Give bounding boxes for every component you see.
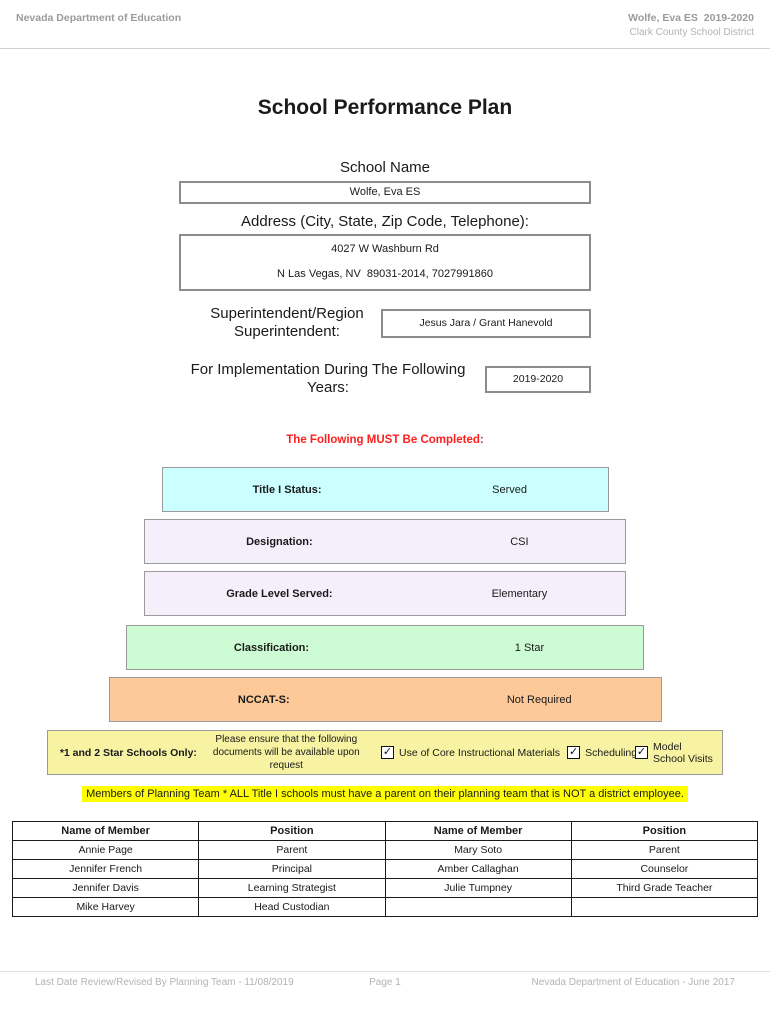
core-materials-item: Use of Core Instructional Materials [372,746,569,759]
member-cell: Annie Page [11,840,200,860]
nccat-s-label: NCCAT-S: [237,693,290,706]
header-agency: Nevada Department of Education [16,12,182,24]
school-name-label: School Name [339,159,431,176]
footer-agency-date: Nevada Department of Education - June 20… [531,977,735,988]
grade-level-label: Grade Level Served: [226,587,333,600]
position-cell [570,897,759,917]
col-position-1: Position [198,821,386,841]
address-label: Address (City, State, Zip Code, Telephon… [241,213,529,230]
grade-level-row: Grade Level Served: Elementary [144,571,626,616]
grade-level-value: Elementary [491,587,548,600]
core-materials-checkbox-checked-icon[interactable] [380,746,394,759]
nccat-s-row: NCCAT-S: Not Required [108,677,662,722]
superintendent-field[interactable]: Jesus Jara / Grant Hanevold [381,308,591,338]
position-cell: Head Custodian [198,897,386,917]
classification-value: 1 Star [514,641,545,654]
member-cell: Mary Soto [384,840,572,860]
footer-revision-date: Last Date Review/Revised By Planning Tea… [35,977,294,988]
implementation-years-field[interactable]: 2019-2020 [485,365,591,393]
col-name-1: Name of Member [11,821,200,841]
nccat-s-value: Not Required [506,693,572,706]
position-cell: Parent [198,840,386,860]
member-cell: Amber Callaghan [384,859,572,879]
col-position-2: Position [570,821,759,841]
scheduling-label: Scheduling [585,746,638,759]
members-table-header-row: Name of Member Position Name of Member P… [11,821,759,841]
page-title: School Performance Plan [257,96,513,119]
designation-value: CSI [510,535,529,548]
table-row: Mike Harvey Head Custodian [11,897,759,917]
page-footer: Last Date Review/Revised By Planning Tea… [0,971,770,988]
page-header: Nevada Department of Education Wolfe, Ev… [0,0,770,38]
superintendent-label: Superintendent/Region Superintendent: [210,305,364,340]
superintendent-row: Superintendent/Region Superintendent: Je… [179,305,591,341]
must-be-completed-heading: The Following MUST Be Completed: [286,434,484,446]
address-line2: N Las Vegas, NV 89031-2014, 7027991860 [277,268,493,280]
planning-team-note-highlight: Members of Planning Team * ALL Title I s… [82,786,688,802]
header-right: Wolfe, Eva ES 2019-2020 Clark County Sch… [628,12,754,38]
member-cell [384,897,572,917]
table-row: Annie Page Parent Mary Soto Parent [11,840,759,860]
title1-status-value: Served [492,483,528,496]
position-cell: Parent [570,840,759,860]
col-name-2: Name of Member [384,821,572,841]
scheduling-checkbox-checked-icon[interactable] [567,746,581,759]
model-school-visits-item: Model School Visits [635,741,714,765]
model-school-visits-label: Model School Visits [653,740,713,765]
position-cell: Principal [198,859,386,879]
position-cell: Learning Strategist [198,878,386,898]
core-materials-label: Use of Core Instructional Materials [398,746,561,759]
header-school-year: Wolfe, Eva ES 2019-2020 [628,12,754,24]
classification-row: Classification: 1 Star [126,625,644,670]
model-school-visits-checkbox-checked-icon[interactable] [635,746,649,759]
header-divider [0,48,770,49]
table-row: Jennifer French Principal Amber Callagha… [11,859,759,879]
member-cell: Jennifer Davis [11,878,200,898]
scheduling-item: Scheduling [567,746,638,759]
member-cell: Mike Harvey [11,897,200,917]
member-cell: Julie Tumpney [384,878,572,898]
header-district: Clark County School District [629,27,754,38]
title1-status-label: Title I Status: [252,483,322,496]
address-line1: 4027 W Washburn Rd [331,243,439,255]
member-cell: Jennifer French [11,859,200,879]
designation-row: Designation: CSI [144,519,626,564]
title1-status-row: Title I Status: Served [161,467,609,512]
implementation-label: For Implementation During The Following … [190,361,466,396]
table-row: Jennifer Davis Learning Strategist Julie… [11,878,759,898]
position-cell: Counselor [570,859,759,879]
address-field[interactable]: 4027 W Washburn Rd N Las Vegas, NV 89031… [179,234,591,291]
members-table: Name of Member Position Name of Member P… [11,821,759,917]
footer-page-number: Page 1 [369,977,401,988]
position-cell: Third Grade Teacher [570,878,759,898]
star-schools-label: *1 and 2 Star Schools Only: [59,746,197,759]
classification-label: Classification: [233,641,310,654]
designation-label: Designation: [246,535,313,548]
star-schools-note: Please ensure that the following documen… [212,734,360,771]
implementation-row: For Implementation During The Following … [179,361,591,397]
planning-team-note: Members of Planning Team * ALL Title I s… [0,786,770,802]
star-schools-strip: *1 and 2 Star Schools Only: Please ensur… [47,730,723,775]
school-name-field[interactable]: Wolfe, Eva ES [179,181,591,204]
